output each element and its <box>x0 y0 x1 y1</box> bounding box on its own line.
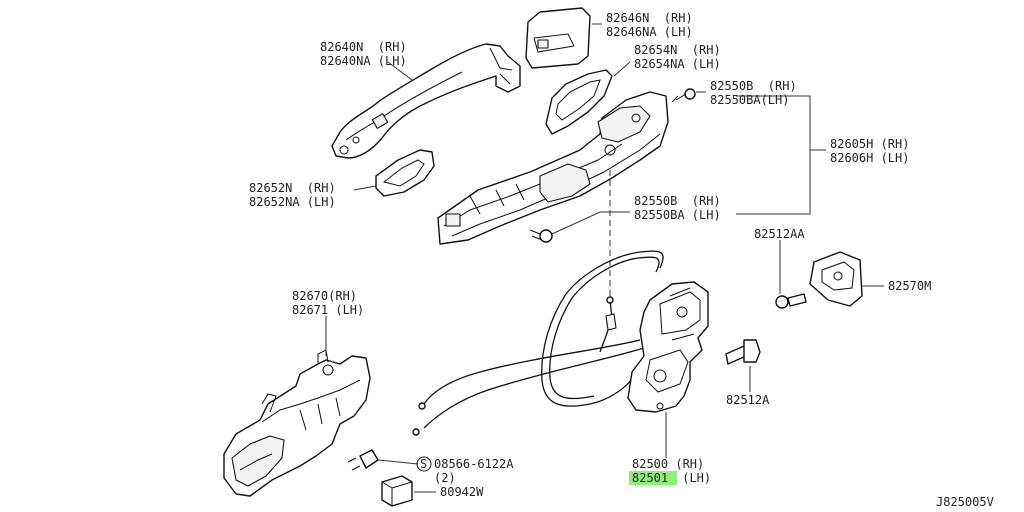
diagram-code: J825005V <box>936 495 994 509</box>
label-82570m: 82570M <box>888 279 931 293</box>
clip-80942w[interactable] <box>381 475 413 507</box>
handle-end-cover-82646n[interactable] <box>525 7 591 69</box>
label-82646n: 82646N (RH) <box>606 11 693 25</box>
screw-82550b-top[interactable] <box>671 88 696 103</box>
label-82501-side: (LH) <box>675 471 711 485</box>
label-82500: 82500 (RH) <box>632 457 704 471</box>
label-82605h: 82605H (RH) <box>830 137 909 151</box>
label-82652n: 82652N (RH) <box>249 181 336 195</box>
lock-rods-cables[interactable] <box>412 250 664 436</box>
label-80942w: 80942W <box>440 485 484 499</box>
part-highlight <box>629 471 677 485</box>
leader-82605h <box>736 95 826 215</box>
label-82550ba-mid: 82550BA (LH) <box>634 208 721 222</box>
label-82670: 82670(RH) <box>292 289 357 303</box>
label-08566-qty: (2) <box>434 471 456 485</box>
leader-08566 <box>377 459 419 465</box>
screw-82512aa[interactable] <box>775 293 807 309</box>
label-82512aa: 82512AA <box>754 227 805 241</box>
inside-handle-82670[interactable] <box>223 349 371 497</box>
door-striker-82570m[interactable] <box>809 251 863 307</box>
label-82550ba-top: 82550BA(LH) <box>710 93 789 107</box>
screw-symbol-letter: S <box>420 457 427 471</box>
label-82652na: 82652NA (LH) <box>249 195 336 209</box>
label-82671: 82671 (LH) <box>292 303 364 317</box>
label-82550b-mid: 82550B (RH) <box>634 194 721 208</box>
handle-bracket-82605h[interactable] <box>437 91 669 245</box>
screw-82550b-mid[interactable] <box>529 229 553 243</box>
label-82654n: 82654N (RH) <box>634 43 721 57</box>
label-82550b-top: 82550B (RH) <box>710 79 797 93</box>
bolt-82512a[interactable] <box>725 339 761 365</box>
label-08566: 08566-6122A <box>434 457 514 471</box>
leader-82550b-mid <box>551 211 630 235</box>
label-82640na: 82640NA (LH) <box>320 54 407 68</box>
label-82640n: 82640N (RH) <box>320 40 407 54</box>
label-82646na: 82646NA (LH) <box>606 25 693 39</box>
label-82654na: 82654NA (LH) <box>634 57 721 71</box>
door-lock-actuator-82500[interactable] <box>627 281 709 413</box>
handle-escutcheon-82652n[interactable] <box>375 149 435 197</box>
outside-handle-82640n[interactable] <box>331 43 521 159</box>
label-82606h: 82606H (LH) <box>830 151 909 165</box>
leader-82652n <box>353 185 377 191</box>
label-82501[interactable]: 82501 <box>632 471 668 485</box>
leader-82640n <box>387 61 413 81</box>
gasket-82654n[interactable] <box>545 69 613 135</box>
screw-symbol-circle <box>416 456 432 472</box>
leader-82654n <box>613 61 631 77</box>
label-82512a: 82512A <box>726 393 770 407</box>
screw-08566-6122a[interactable] <box>347 449 379 471</box>
